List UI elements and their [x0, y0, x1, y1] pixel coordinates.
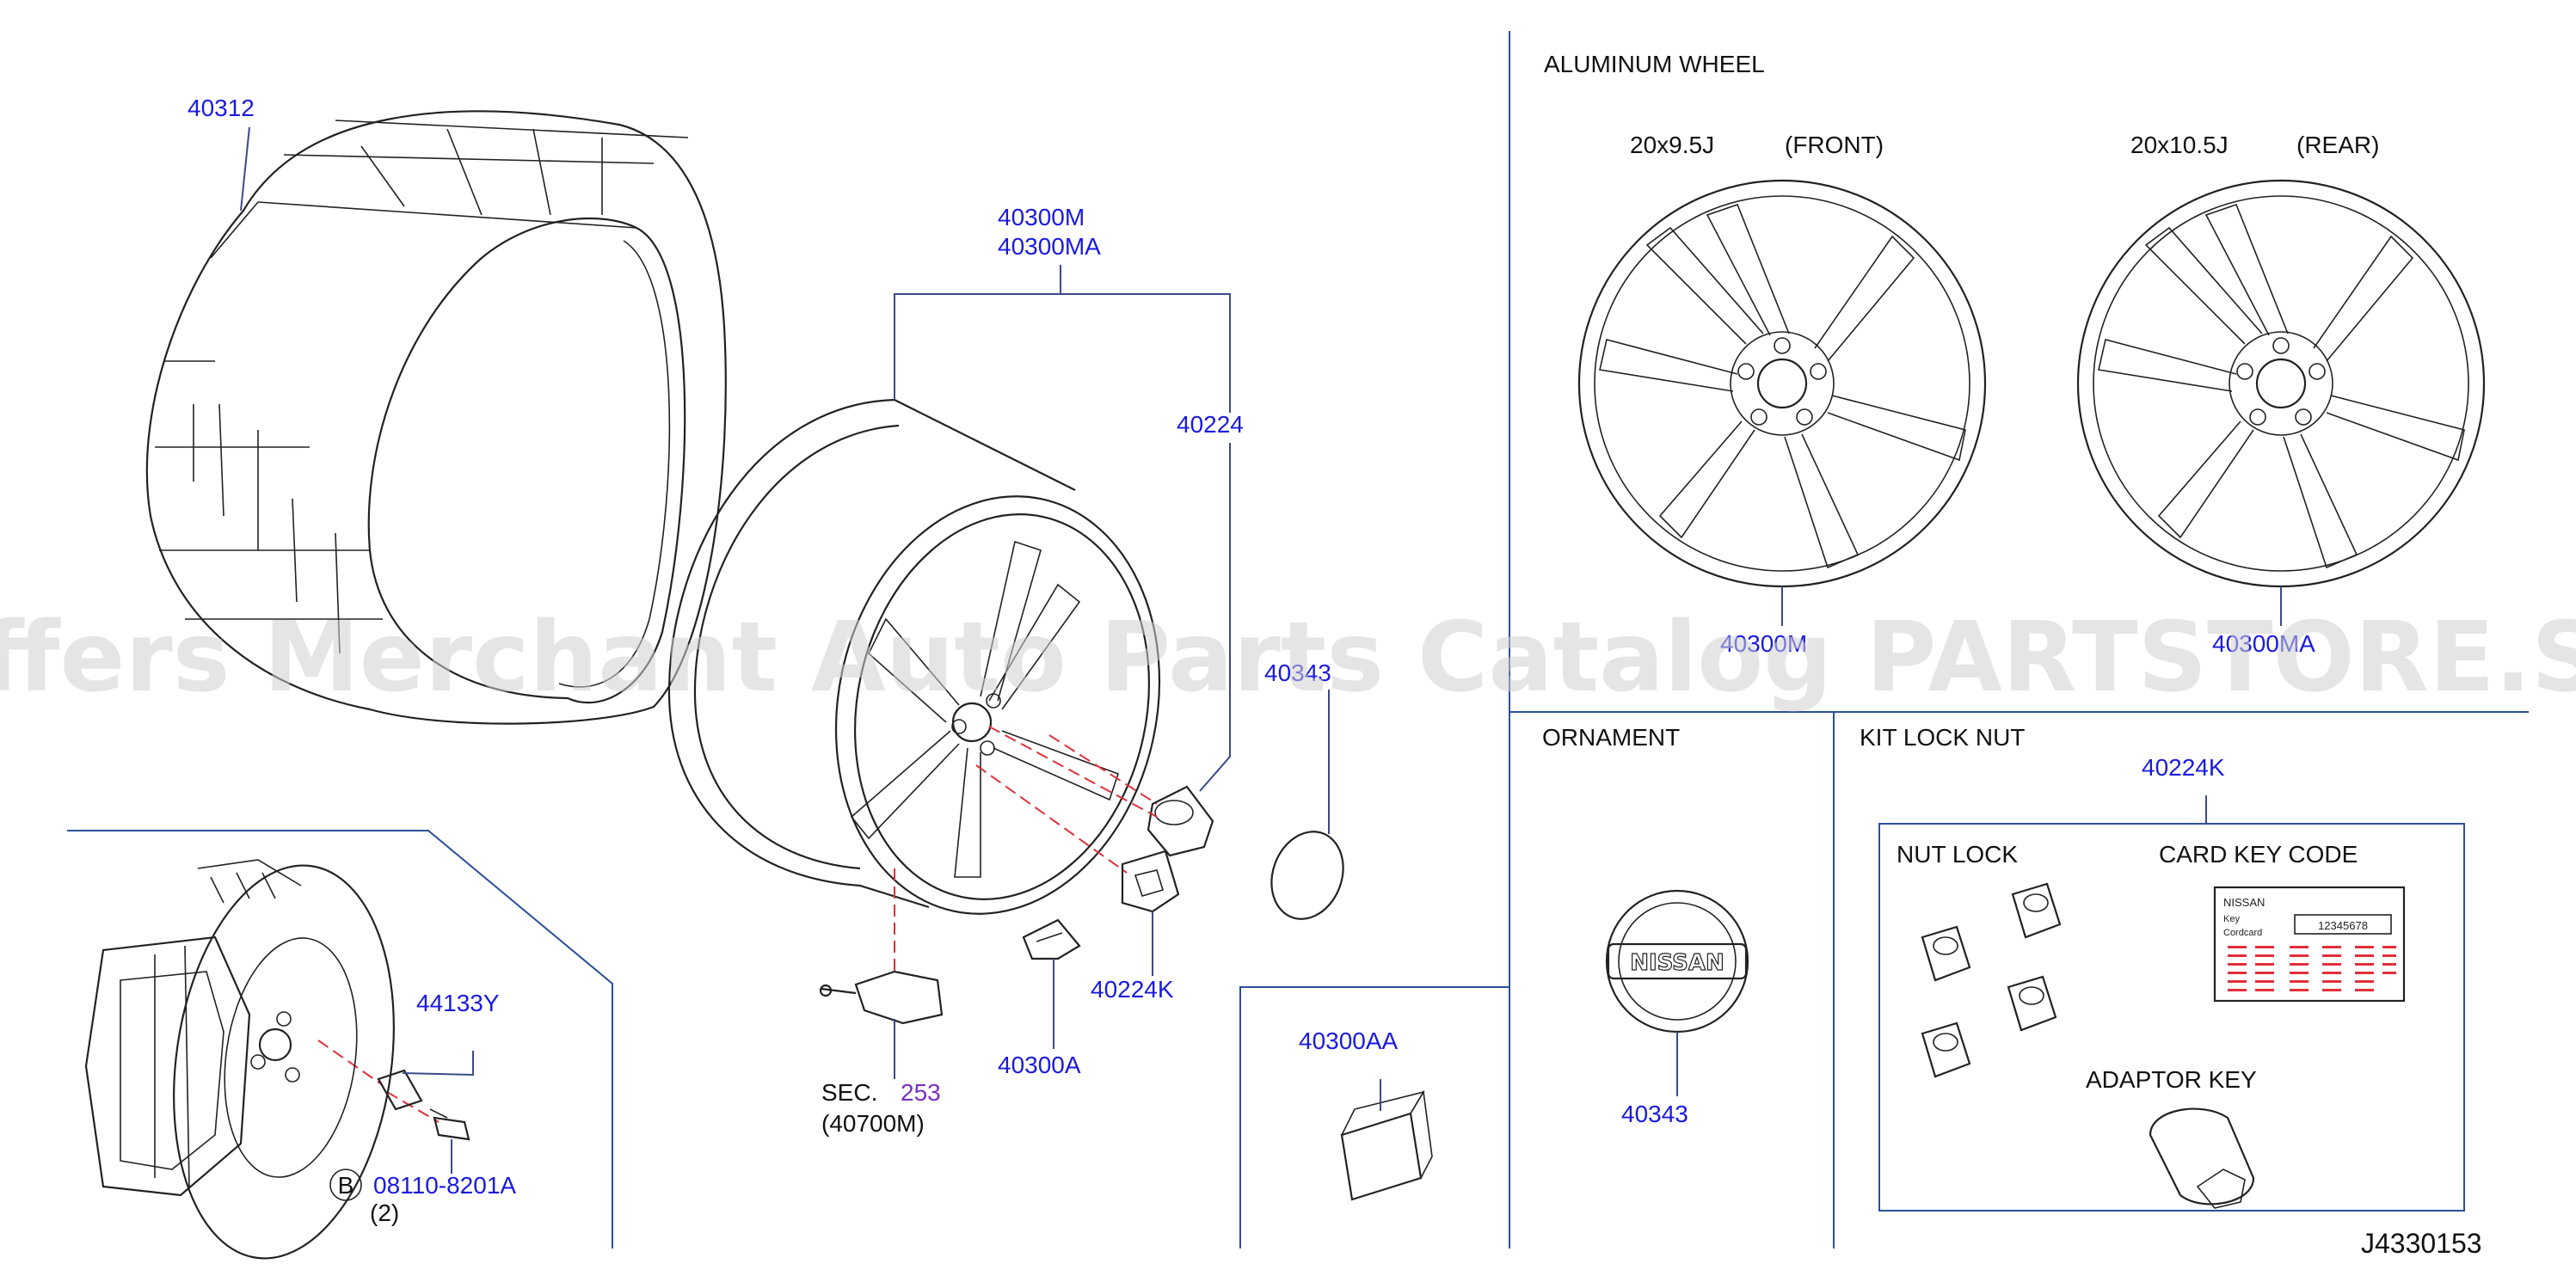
adaptor-key-drawing: [2149, 1107, 2255, 1209]
wheel-size-labels: 20x9.5J (FRONT) 20x10.5J (REAR): [1630, 132, 2379, 158]
pressure-sensor: [819, 970, 944, 1025]
kit-lock-nut-title: KIT LOCK NUT: [1860, 724, 2025, 751]
section-borders: [67, 31, 2529, 1248]
spacer: [377, 1069, 423, 1111]
assembly-axis-lines: [317, 726, 1158, 1123]
rear-spokes: [2098, 203, 2465, 569]
part-tire[interactable]: 40312: [188, 95, 255, 121]
part-lock-nut[interactable]: 40224K: [1091, 976, 1174, 1003]
watermark: Offers Merchant Auto Parts Catalog PARTS…: [0, 602, 2576, 714]
lock-nut: [1121, 850, 1180, 913]
part-spacer[interactable]: 44133Y: [416, 990, 500, 1016]
label-adaptor-key: ADAPTOR KEY: [2086, 1066, 2257, 1093]
tire-drawing: [145, 110, 727, 725]
valve-bracket: [1022, 918, 1081, 960]
card-brand: NISSAN: [2223, 896, 2265, 909]
card-line-2: Cordcard: [2223, 928, 2262, 938]
part-sensor-sec-num[interactable]: 253: [901, 1079, 941, 1106]
part-bolt[interactable]: 08110-8201A: [373, 1172, 516, 1199]
lock-nut-4: [1921, 1021, 1971, 1078]
part-rear-wheel[interactable]: 40300MA: [2212, 630, 2315, 657]
ornament-logo-text: NISSAN: [1630, 950, 1725, 976]
rear-label: (REAR): [2296, 132, 2379, 158]
front-spokes: [1599, 203, 1966, 569]
card-key-code-drawing: NISSAN Key Cordcard 12345678: [2213, 886, 2406, 1003]
bolt: [429, 1108, 470, 1141]
ornament-title: ORNAMENT: [1542, 724, 1680, 751]
label-card-key-code: CARD KEY CODE: [2159, 841, 2358, 868]
part-wheel-a[interactable]: 40300M: [998, 204, 1085, 230]
part-nut[interactable]: 40224: [1177, 411, 1244, 438]
part-sensor-sec: SEC.: [821, 1079, 877, 1106]
part-front-wheel[interactable]: 40300M: [1720, 630, 1807, 657]
lock-nut-2: [1921, 925, 1971, 982]
card-line-1: Key: [2223, 914, 2240, 924]
part-wheel-b[interactable]: 40300MA: [998, 233, 1101, 260]
part-valve-bracket[interactable]: 40300A: [998, 1052, 1081, 1078]
rear-wheel-drawing: [2076, 179, 2486, 588]
part-kit[interactable]: 40224K: [2142, 754, 2225, 781]
part-ornament-callout[interactable]: 40343: [1264, 659, 1331, 686]
front-size: 20x9.5J: [1630, 132, 1714, 158]
part-number-labels: 40312 40300M 40300MA 40224 40343 40224K …: [188, 95, 2482, 1259]
wheel-drawing: [667, 398, 1161, 915]
label-nut-lock: NUT LOCK: [1897, 841, 2018, 868]
brake-assembly: [84, 859, 395, 1260]
lock-nut-1: [2011, 882, 2062, 939]
leader-lines: [240, 126, 2282, 1174]
bolt-marker-circle: [329, 1169, 362, 1201]
wheel-nut: [1147, 785, 1214, 857]
part-bolt-qty: (2): [370, 1199, 399, 1226]
part-bolt-marker: B: [338, 1172, 354, 1199]
card-code: 12345678: [2318, 919, 2368, 932]
rear-size: 20x10.5J: [2130, 132, 2229, 158]
diagram-id: J4330153: [2361, 1228, 2482, 1259]
section-titles: ALUMINUM WHEEL ORNAMENT KIT LOCK NUT: [1542, 51, 2025, 751]
part-weight[interactable]: 40300AA: [1299, 1028, 1399, 1054]
front-label: (FRONT): [1785, 132, 1884, 158]
ornament-cap-side: [1270, 831, 1344, 920]
balance-weight: [1340, 1089, 1433, 1201]
lock-nut-3: [2007, 975, 2057, 1032]
kit-lock-nuts: [1921, 882, 2062, 1078]
ornament-emblem: NISSAN: [1605, 889, 1749, 1034]
front-wheel-drawing: [1577, 179, 1987, 588]
aluminum-wheel-title: ALUMINUM WHEEL: [1544, 51, 1765, 77]
part-ornament[interactable]: 40343: [1621, 1101, 1688, 1127]
part-sensor: (40700M): [821, 1110, 925, 1137]
card-red-marks: [2228, 946, 2396, 991]
